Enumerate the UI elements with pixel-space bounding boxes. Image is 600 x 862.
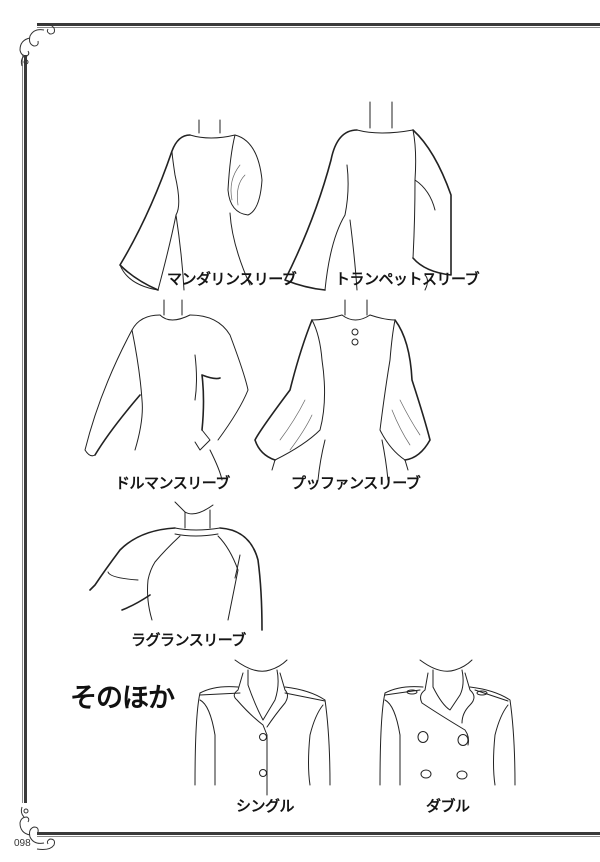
figure-label-single: シングル (236, 797, 295, 815)
corner-ornament-top-left-icon (19, 23, 55, 67)
page-number: 098 (14, 838, 31, 849)
single-breasted-jacket-illustration (194, 659, 331, 796)
figure-label-puff-sleeve: プッファンスリーブ (291, 474, 421, 492)
figure-label-double: ダブル (426, 797, 470, 815)
figure-label-trumpet-sleeve: トランペットスリーブ (335, 270, 480, 288)
dolman-sleeve-illustration (84, 299, 249, 481)
frame-left-border (22, 55, 27, 803)
puff-sleeve-illustration (254, 299, 431, 481)
figure-label-raglan-sleeve: ラグランスリーブ (131, 631, 246, 649)
raglan-sleeve-illustration (89, 501, 263, 631)
section-title: そのほか (70, 683, 175, 714)
figure-label-mandarin-sleeve: マンダリンスリーブ (167, 270, 297, 288)
frame-bottom-border (37, 832, 600, 837)
corner-ornament-bottom-left-icon (19, 806, 55, 850)
frame-top-border (37, 23, 600, 28)
figure-label-dolman-sleeve: ドルマンスリーブ (115, 474, 230, 492)
trumpet-sleeve-illustration (284, 101, 452, 291)
double-breasted-jacket-illustration (379, 659, 516, 786)
mandarin-sleeve-illustration (119, 119, 263, 291)
